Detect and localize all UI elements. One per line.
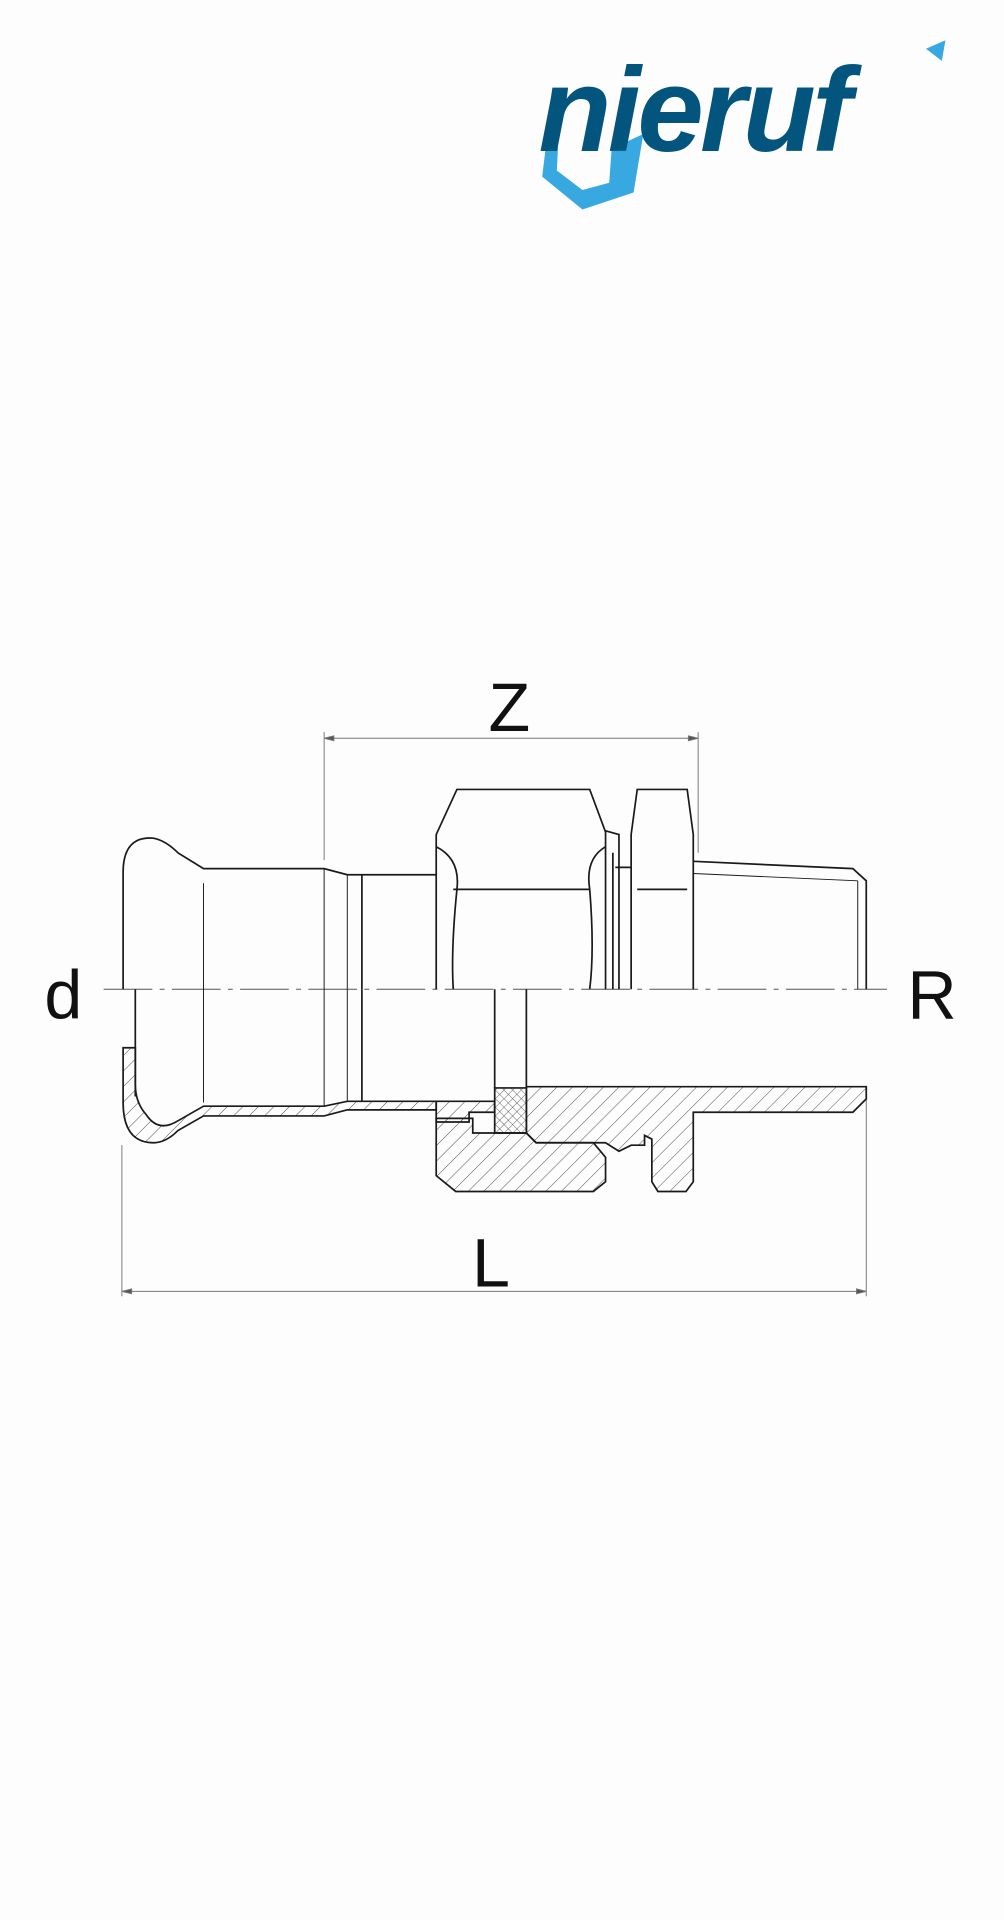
dimension-z-label: Z: [488, 670, 530, 746]
dimension-r-label: R: [907, 957, 956, 1033]
fitting-lower-section: [122, 989, 868, 1193]
dimension-l: [121, 1096, 867, 1297]
nieruf-logo: nieruf: [539, 40, 946, 210]
dimension-l-label: L: [472, 1225, 510, 1301]
logo-text: nieruf: [539, 44, 863, 177]
dimension-z: [323, 732, 699, 861]
dimension-d-label: d: [44, 957, 82, 1033]
fitting-upper-view: [122, 788, 868, 990]
